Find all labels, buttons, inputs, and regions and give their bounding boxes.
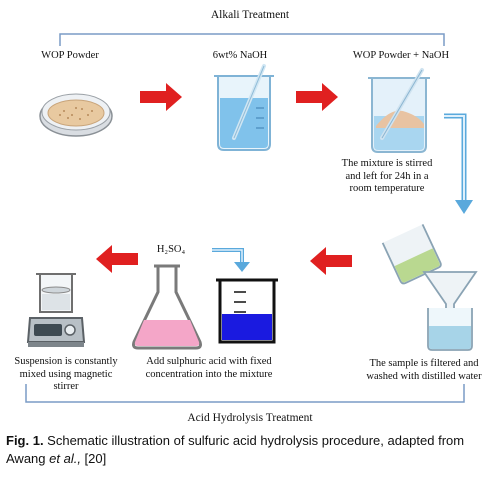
blue-arrow-down-right	[444, 113, 473, 214]
magnetic-stirrer-icon	[26, 273, 86, 347]
caption-text: Schematic illustration of sulfuric acid …	[6, 433, 465, 466]
red-arrow-4	[96, 245, 138, 273]
top-section-title: Alkali Treatment	[210, 9, 290, 21]
figure-caption: Fig. 1. Schematic illustration of sulfur…	[6, 432, 492, 468]
acid-note: Add sulphuric acid with fixed concentrat…	[145, 356, 273, 380]
caption-label: Fig. 1.	[6, 433, 44, 448]
stir-note: The mixture is stirred and left for 24h …	[341, 158, 433, 194]
flask-pink-icon	[132, 264, 202, 350]
red-arrow-3	[310, 247, 352, 275]
bottom-bracket	[25, 384, 465, 403]
red-arrow-2	[296, 83, 338, 111]
beaker-powder-icon	[368, 68, 430, 153]
pouring-filter-icon	[381, 223, 478, 351]
caption-italic: et al.,	[49, 451, 81, 466]
caption-ref: [20]	[80, 451, 107, 466]
beaker-icon	[214, 64, 274, 151]
label-wop-powder: WOP Powder	[41, 50, 99, 61]
filter-note: The sample is filtered and washed with d…	[366, 358, 482, 382]
top-bracket	[59, 33, 445, 46]
bottom-section-title: Acid Hydrolysis Treatment	[187, 412, 313, 424]
acid-formula: H₂SO₄	[156, 244, 186, 255]
blue-arrow-curved	[212, 248, 250, 272]
label-naoh: 6wt% NaOH	[212, 50, 268, 61]
red-arrow-1	[140, 83, 182, 111]
petri-dish-icon	[39, 93, 113, 137]
beaker-blue-icon	[216, 278, 278, 344]
suspension-note: Suspension is constantly mixed using mag…	[14, 356, 118, 392]
label-mix: WOP Powder + NaOH	[352, 50, 450, 61]
